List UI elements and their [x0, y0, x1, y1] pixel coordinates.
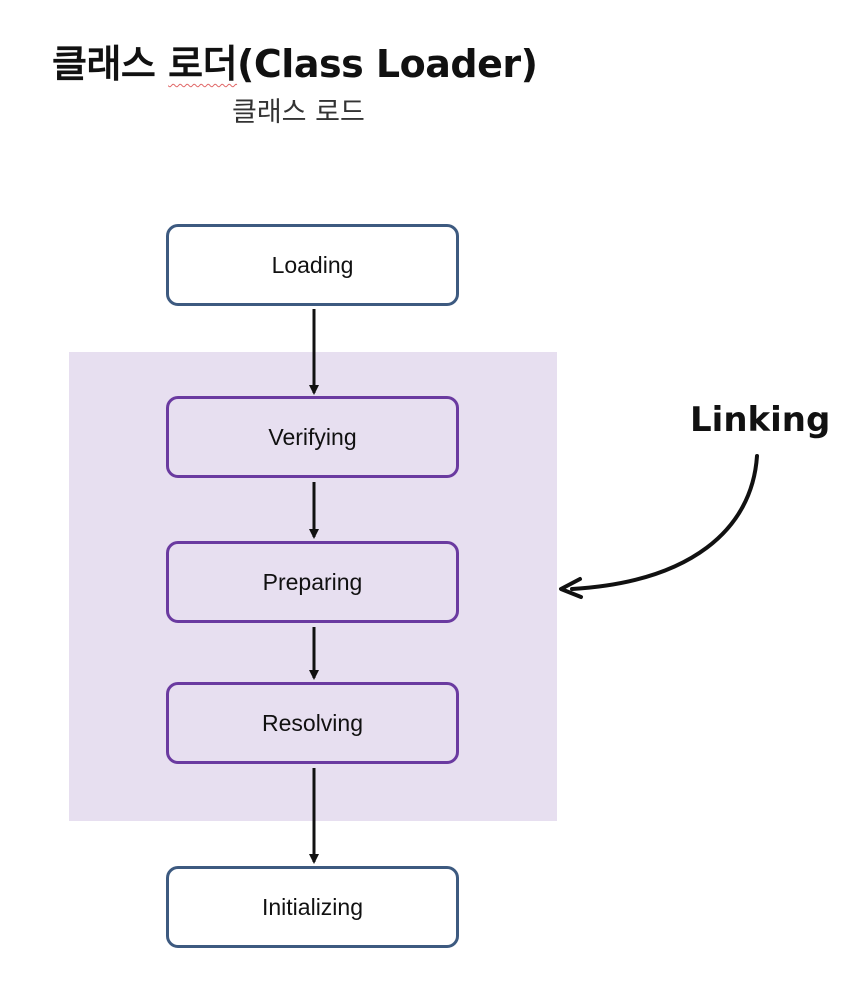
title-korean: 클래스 [52, 42, 169, 86]
linking-pointer-arrow [570, 454, 759, 591]
step-preparing-box: Preparing [166, 541, 459, 623]
step-verifying-box: Verifying [166, 396, 459, 478]
step-initializing-label: Initializing [262, 893, 363, 920]
title-korean-underlined: 로더 [168, 42, 238, 86]
step-resolving-box: Resolving [166, 682, 459, 764]
step-resolving-label: Resolving [262, 709, 363, 736]
step-loading-label: Loading [271, 251, 354, 278]
step-loading-box: Loading [166, 224, 459, 306]
step-verifying-label: Verifying [268, 423, 357, 450]
step-initializing-box: Initializing [166, 866, 459, 948]
linking-label: Linking [690, 400, 831, 440]
page-subtitle: 클래스 로드 [232, 97, 365, 128]
title-english: (Class Loader) [237, 42, 538, 86]
linking-pointer-arrowhead [559, 577, 583, 599]
page-title: 클래스 로더(Class Loader) [52, 42, 538, 86]
step-preparing-label: Preparing [262, 568, 363, 595]
